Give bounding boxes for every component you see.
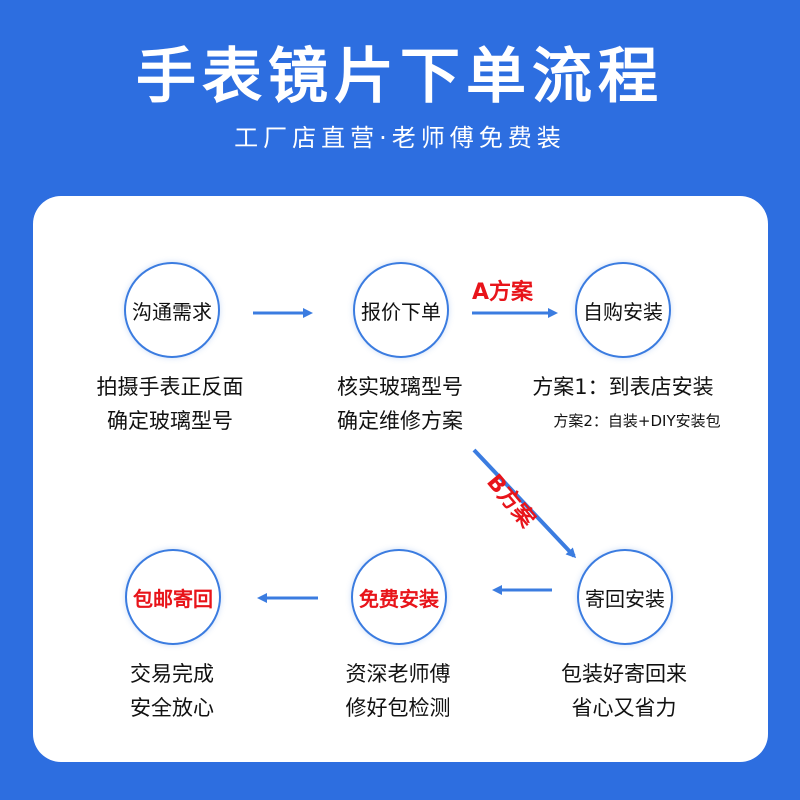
step-desc-communicate: 拍摄手表正反面 确定玻璃型号 xyxy=(70,370,270,438)
step-desc-line: 方案1：到表店安装 xyxy=(532,375,714,399)
step-label: 包邮寄回 xyxy=(133,586,213,611)
step-desc-free-install: 资深老师傅 修好包检测 xyxy=(298,657,498,725)
step-desc-line: 拍摄手表正反面 xyxy=(96,375,244,399)
step-circle-mail-back: 寄回安装 xyxy=(577,549,673,645)
step-circle-self-install: 自购安装 xyxy=(575,262,671,358)
step-desc-line: 确定维修方案 xyxy=(337,409,463,433)
step-desc-line: 确定玻璃型号 xyxy=(107,409,233,433)
step-desc-ship-back: 交易完成 安全放心 xyxy=(72,657,272,725)
step-desc-self-install: 方案1：到表店安装 方案2：自装+DIY安装包 xyxy=(508,370,738,438)
step-desc-mail-back: 包装好寄回来 省心又省力 xyxy=(524,657,724,725)
step-desc-line: 交易完成 xyxy=(130,662,214,686)
plan-a-label: A方案 xyxy=(472,280,534,305)
page-title: 手表镜片下单流程 xyxy=(136,42,664,112)
step-desc-line: 资深老师傅 xyxy=(345,662,451,686)
step-desc-line: 修好包检测 xyxy=(345,696,451,720)
step-desc-line: 安全放心 xyxy=(130,696,214,720)
step-label: 报价下单 xyxy=(361,299,441,324)
step-desc-line: 省心又省力 xyxy=(571,696,677,720)
page-subtitle: 工厂店直营·老师傅免费装 xyxy=(234,124,566,152)
arrow-2-to-4 xyxy=(472,448,577,559)
step-label: 寄回安装 xyxy=(585,586,665,611)
step-desc-line: 核实玻璃型号 xyxy=(337,375,463,399)
step-desc-line: 包装好寄回来 xyxy=(561,662,687,686)
step-label: 沟通需求 xyxy=(132,299,212,324)
step-circle-quote-order: 报价下单 xyxy=(353,262,449,358)
step-desc-quote-order: 核实玻璃型号 确定维修方案 xyxy=(300,370,500,438)
step-circle-free-install: 免费安装 xyxy=(351,549,447,645)
step-label: 免费安装 xyxy=(359,586,439,611)
step-circle-communicate: 沟通需求 xyxy=(124,262,220,358)
step-label: 自购安装 xyxy=(583,299,663,324)
step-circle-ship-back: 包邮寄回 xyxy=(125,549,221,645)
step-desc-line: 方案2：自装+DIY安装包 xyxy=(553,412,721,430)
